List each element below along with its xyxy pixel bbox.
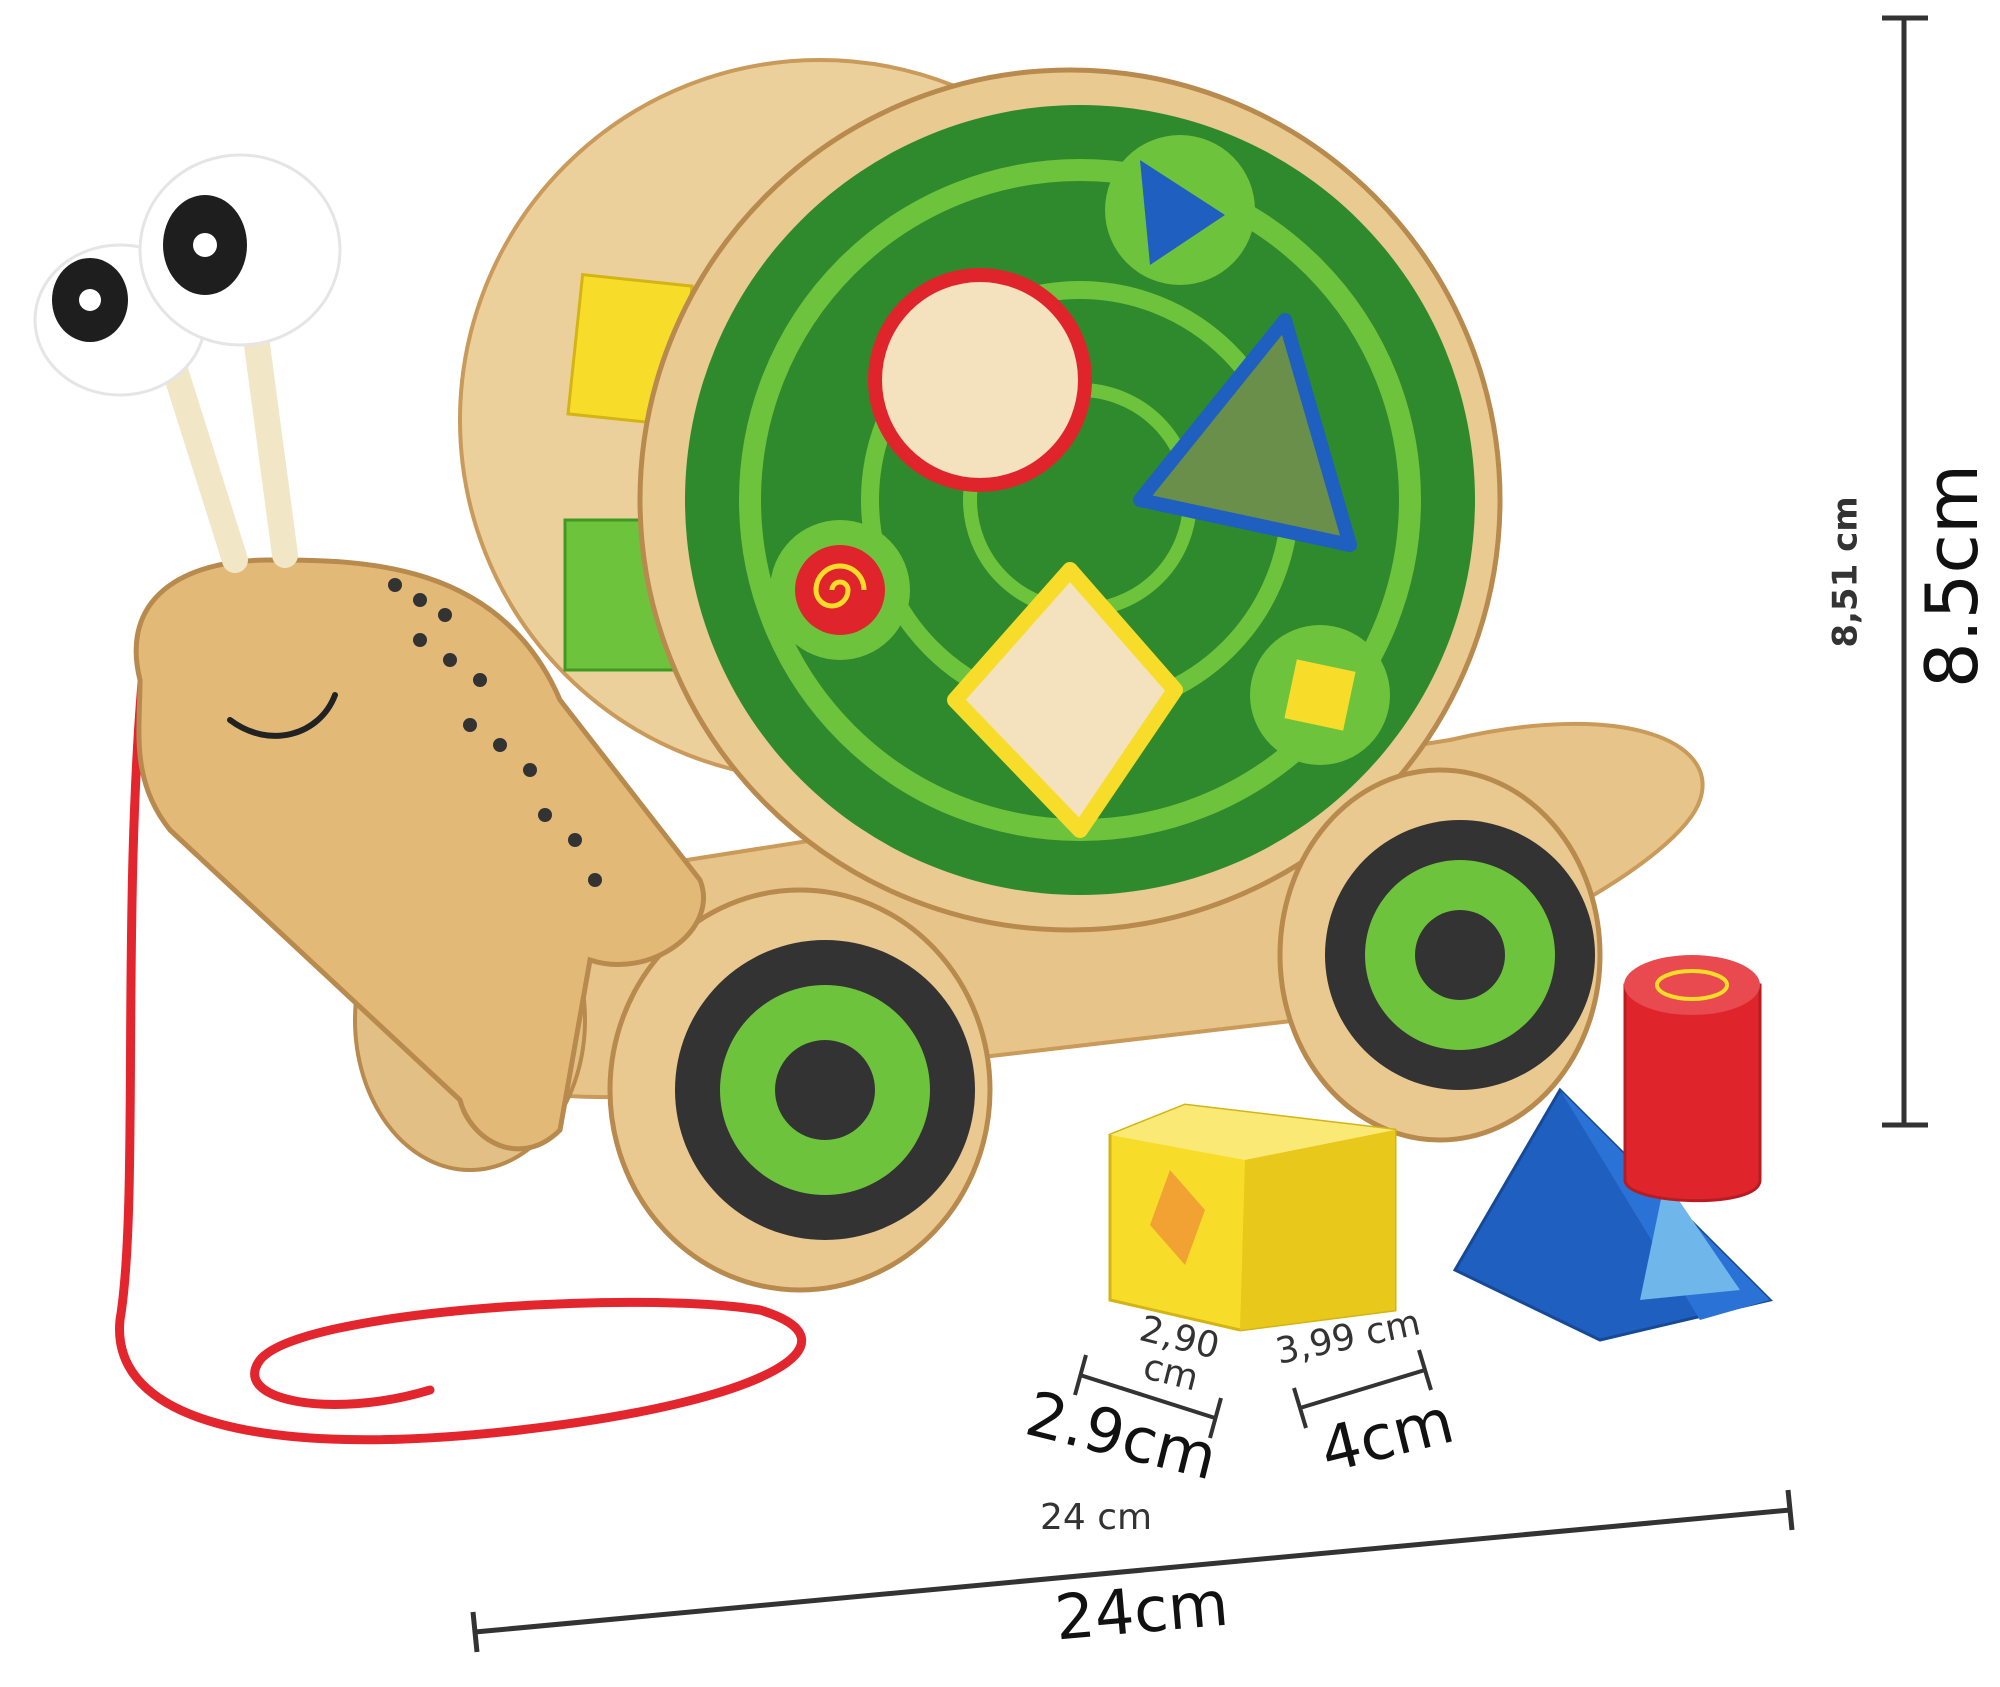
length-dimension-line bbox=[470, 1489, 1795, 1653]
eye-stalk-left bbox=[162, 357, 248, 573]
length-label-big: 24cm bbox=[1052, 1566, 1232, 1655]
height-label-big: 8.5cm bbox=[1910, 463, 1995, 689]
cube-dimension-line bbox=[1073, 1354, 1223, 1439]
length-label-small: 24 cm bbox=[1040, 1497, 1153, 1538]
pull-cord bbox=[115, 645, 807, 1445]
circle-hole bbox=[868, 268, 1092, 492]
blue-triangle-block bbox=[1452, 1087, 1773, 1342]
yellow-cube-block bbox=[1108, 1103, 1397, 1332]
eye-stalk-right bbox=[242, 317, 298, 568]
yellow-square-badge bbox=[1284, 659, 1356, 731]
prism-dimension-line bbox=[1292, 1349, 1433, 1429]
triangle-hole bbox=[1133, 313, 1357, 552]
blue-triangle-badge bbox=[1140, 160, 1225, 265]
height-label-small: 8,51 cm bbox=[1825, 496, 1866, 648]
height-dimension-line bbox=[1882, 15, 1928, 1128]
spiral-badge bbox=[795, 545, 885, 635]
head-dots bbox=[388, 578, 602, 887]
red-cylinder-block bbox=[1623, 955, 1762, 1203]
smile bbox=[227, 692, 338, 739]
diamond-hole bbox=[947, 562, 1183, 838]
